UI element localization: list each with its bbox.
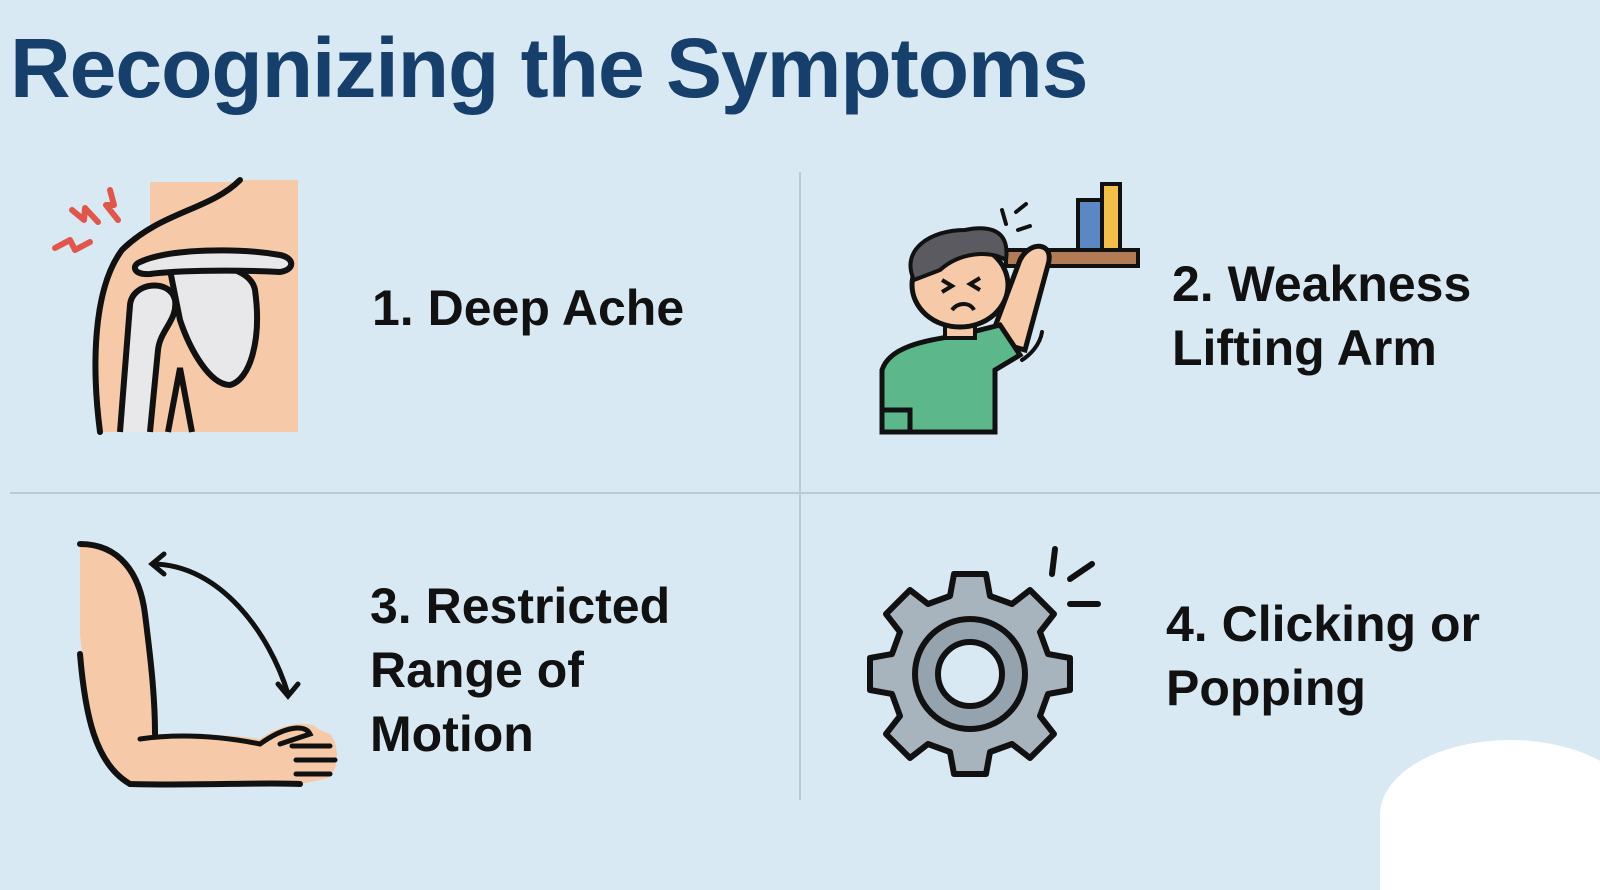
symptom-label-deep-ache: 1. Deep Ache (372, 280, 685, 336)
arm-range-of-motion-icon (77, 541, 338, 788)
symptom-label-weakness-lifting-arm: 2. Weakness Lifting Arm (1172, 256, 1472, 376)
shoulder-pain-icon (52, 177, 298, 435)
symptom-label-restricted-range: 3. Restricted Range of Motion (370, 578, 671, 762)
clicking-gear-icon (867, 546, 1101, 777)
symptom-card-clicking-popping: 4. Clicking or Popping (800, 494, 1600, 800)
symptom-card-weakness-lifting-arm: 2. Weakness Lifting Arm (800, 170, 1600, 490)
symptom-card-deep-ache: 1. Deep Ache (0, 170, 800, 490)
arm-lifting-strain-icon (879, 182, 1140, 435)
symptom-card-restricted-range: 3. Restricted Range of Motion (0, 494, 800, 800)
horizontal-divider (10, 492, 1600, 494)
symptom-label-clicking-popping: 4. Clicking or Popping (1166, 596, 1480, 716)
page-title: Recognizing the Symptoms (10, 21, 1088, 115)
vertical-divider (799, 172, 801, 800)
